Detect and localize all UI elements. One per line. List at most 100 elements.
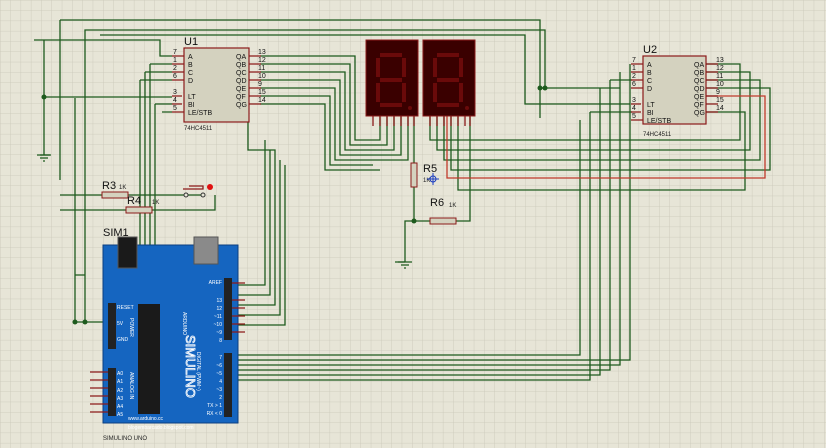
label: AREF bbox=[209, 280, 222, 286]
label: A0 bbox=[117, 371, 123, 377]
label: A3 bbox=[117, 396, 123, 402]
push-button[interactable] bbox=[183, 184, 213, 198]
label: 13 bbox=[216, 298, 222, 304]
label: 9 bbox=[716, 89, 720, 96]
label: QA bbox=[694, 62, 704, 69]
label: C bbox=[188, 70, 193, 77]
label: 3 bbox=[632, 97, 636, 104]
crosshair-cursor-icon bbox=[427, 173, 439, 185]
arduino-ref: SIM1 bbox=[103, 227, 129, 239]
label: LE/STB bbox=[188, 110, 212, 117]
ic-u1[interactable]: U1 74HC4511 7A 1B 2C 6D 3LT 4BI 5LE/STB … bbox=[172, 36, 266, 132]
label: QE bbox=[694, 94, 704, 101]
label: 1 bbox=[632, 65, 636, 72]
label: SIMULINO bbox=[183, 335, 198, 398]
arduino-simulino-uno[interactable]: SIM1 ARDUINO SIMULINO www.arduino.cc blo… bbox=[90, 227, 245, 442]
label: 2 bbox=[173, 65, 177, 72]
junctions bbox=[41, 85, 548, 325]
resistor-r3[interactable]: R3 1K bbox=[101, 180, 129, 199]
label: 2 bbox=[632, 73, 636, 80]
label: A bbox=[188, 54, 193, 61]
label: A4 bbox=[117, 404, 123, 410]
label: 10 bbox=[716, 81, 724, 88]
u2-ref: U2 bbox=[643, 44, 657, 56]
label: C bbox=[647, 78, 652, 85]
label: 8 bbox=[219, 338, 222, 344]
label: 12 bbox=[216, 306, 222, 312]
label: 12 bbox=[716, 65, 724, 72]
label: 5 bbox=[632, 113, 636, 120]
label: BI bbox=[188, 102, 195, 109]
label: ~9 bbox=[216, 330, 222, 336]
label: QB bbox=[236, 62, 246, 69]
label: 11 bbox=[258, 65, 265, 72]
label: QC bbox=[236, 70, 247, 77]
label: 14 bbox=[258, 97, 266, 104]
seven-segment-display-1[interactable] bbox=[365, 39, 419, 126]
label: R3 bbox=[102, 180, 116, 192]
label: QG bbox=[236, 102, 247, 109]
label: A2 bbox=[117, 388, 123, 394]
u1-ref: U1 bbox=[184, 36, 198, 48]
label: QC bbox=[694, 78, 705, 85]
label: QA bbox=[236, 54, 246, 61]
label: 15 bbox=[716, 97, 724, 104]
label: RX < 0 bbox=[207, 411, 223, 417]
label: A1 bbox=[117, 379, 123, 385]
label: 6 bbox=[173, 73, 177, 80]
label: 1K bbox=[423, 178, 430, 184]
highlighted-wire bbox=[446, 95, 766, 179]
ground-symbol bbox=[398, 261, 412, 269]
label: POWER bbox=[128, 318, 134, 337]
label: ~6 bbox=[216, 363, 222, 369]
label: R6 bbox=[430, 197, 444, 209]
label: 12 bbox=[258, 57, 266, 64]
label: A5 bbox=[117, 412, 123, 418]
label: TX > 1 bbox=[207, 403, 222, 409]
label: 10 bbox=[258, 73, 266, 80]
label: 4 bbox=[632, 105, 636, 112]
label: 14 bbox=[716, 105, 724, 112]
label: RESET bbox=[117, 305, 134, 311]
label: QF bbox=[694, 102, 704, 109]
label: QG bbox=[694, 110, 705, 117]
resistor-r5[interactable]: R5 1K bbox=[410, 162, 437, 188]
label: 13 bbox=[258, 49, 266, 56]
label: 4 bbox=[173, 97, 177, 104]
label: 7 bbox=[173, 49, 177, 56]
label: www.arduino.cc bbox=[128, 416, 164, 422]
label: 6 bbox=[632, 81, 636, 88]
label: D bbox=[647, 86, 652, 93]
label: 7 bbox=[219, 355, 222, 361]
label: 2 bbox=[219, 395, 222, 401]
label: R5 bbox=[423, 163, 437, 175]
label: ARDUINO bbox=[181, 312, 187, 335]
label: 4 bbox=[219, 379, 222, 385]
label: B bbox=[188, 62, 193, 69]
label: ~3 bbox=[216, 387, 222, 393]
label: QF bbox=[236, 94, 246, 101]
label: 1 bbox=[173, 57, 177, 64]
label: QD bbox=[236, 78, 247, 85]
label: 1K bbox=[152, 200, 159, 206]
ic-u2[interactable]: U2 74HC4511 7A 1B 2C 6D 3LT 4BI 5LE/STB … bbox=[631, 44, 724, 138]
seven-segment-display-2[interactable] bbox=[422, 39, 476, 126]
label: 1K bbox=[119, 185, 126, 191]
label: B bbox=[647, 70, 652, 77]
label: D bbox=[188, 78, 193, 85]
label: 3 bbox=[173, 89, 177, 96]
resistor-r4[interactable]: R4 1K bbox=[125, 195, 159, 214]
label: ~5 bbox=[216, 371, 222, 377]
label: GND bbox=[117, 337, 129, 343]
arduino-part: SIMULINO UNO bbox=[103, 436, 147, 442]
resistor-r6[interactable]: R6 1K bbox=[429, 197, 457, 225]
label: LT bbox=[647, 102, 655, 109]
label: 11 bbox=[716, 73, 723, 80]
label: DIGITAL (PWM~) bbox=[195, 352, 201, 391]
label: QD bbox=[694, 86, 705, 93]
label: R4 bbox=[127, 195, 141, 207]
label: QB bbox=[694, 70, 704, 77]
ground-symbol bbox=[37, 145, 51, 162]
label: 1K bbox=[449, 203, 456, 209]
